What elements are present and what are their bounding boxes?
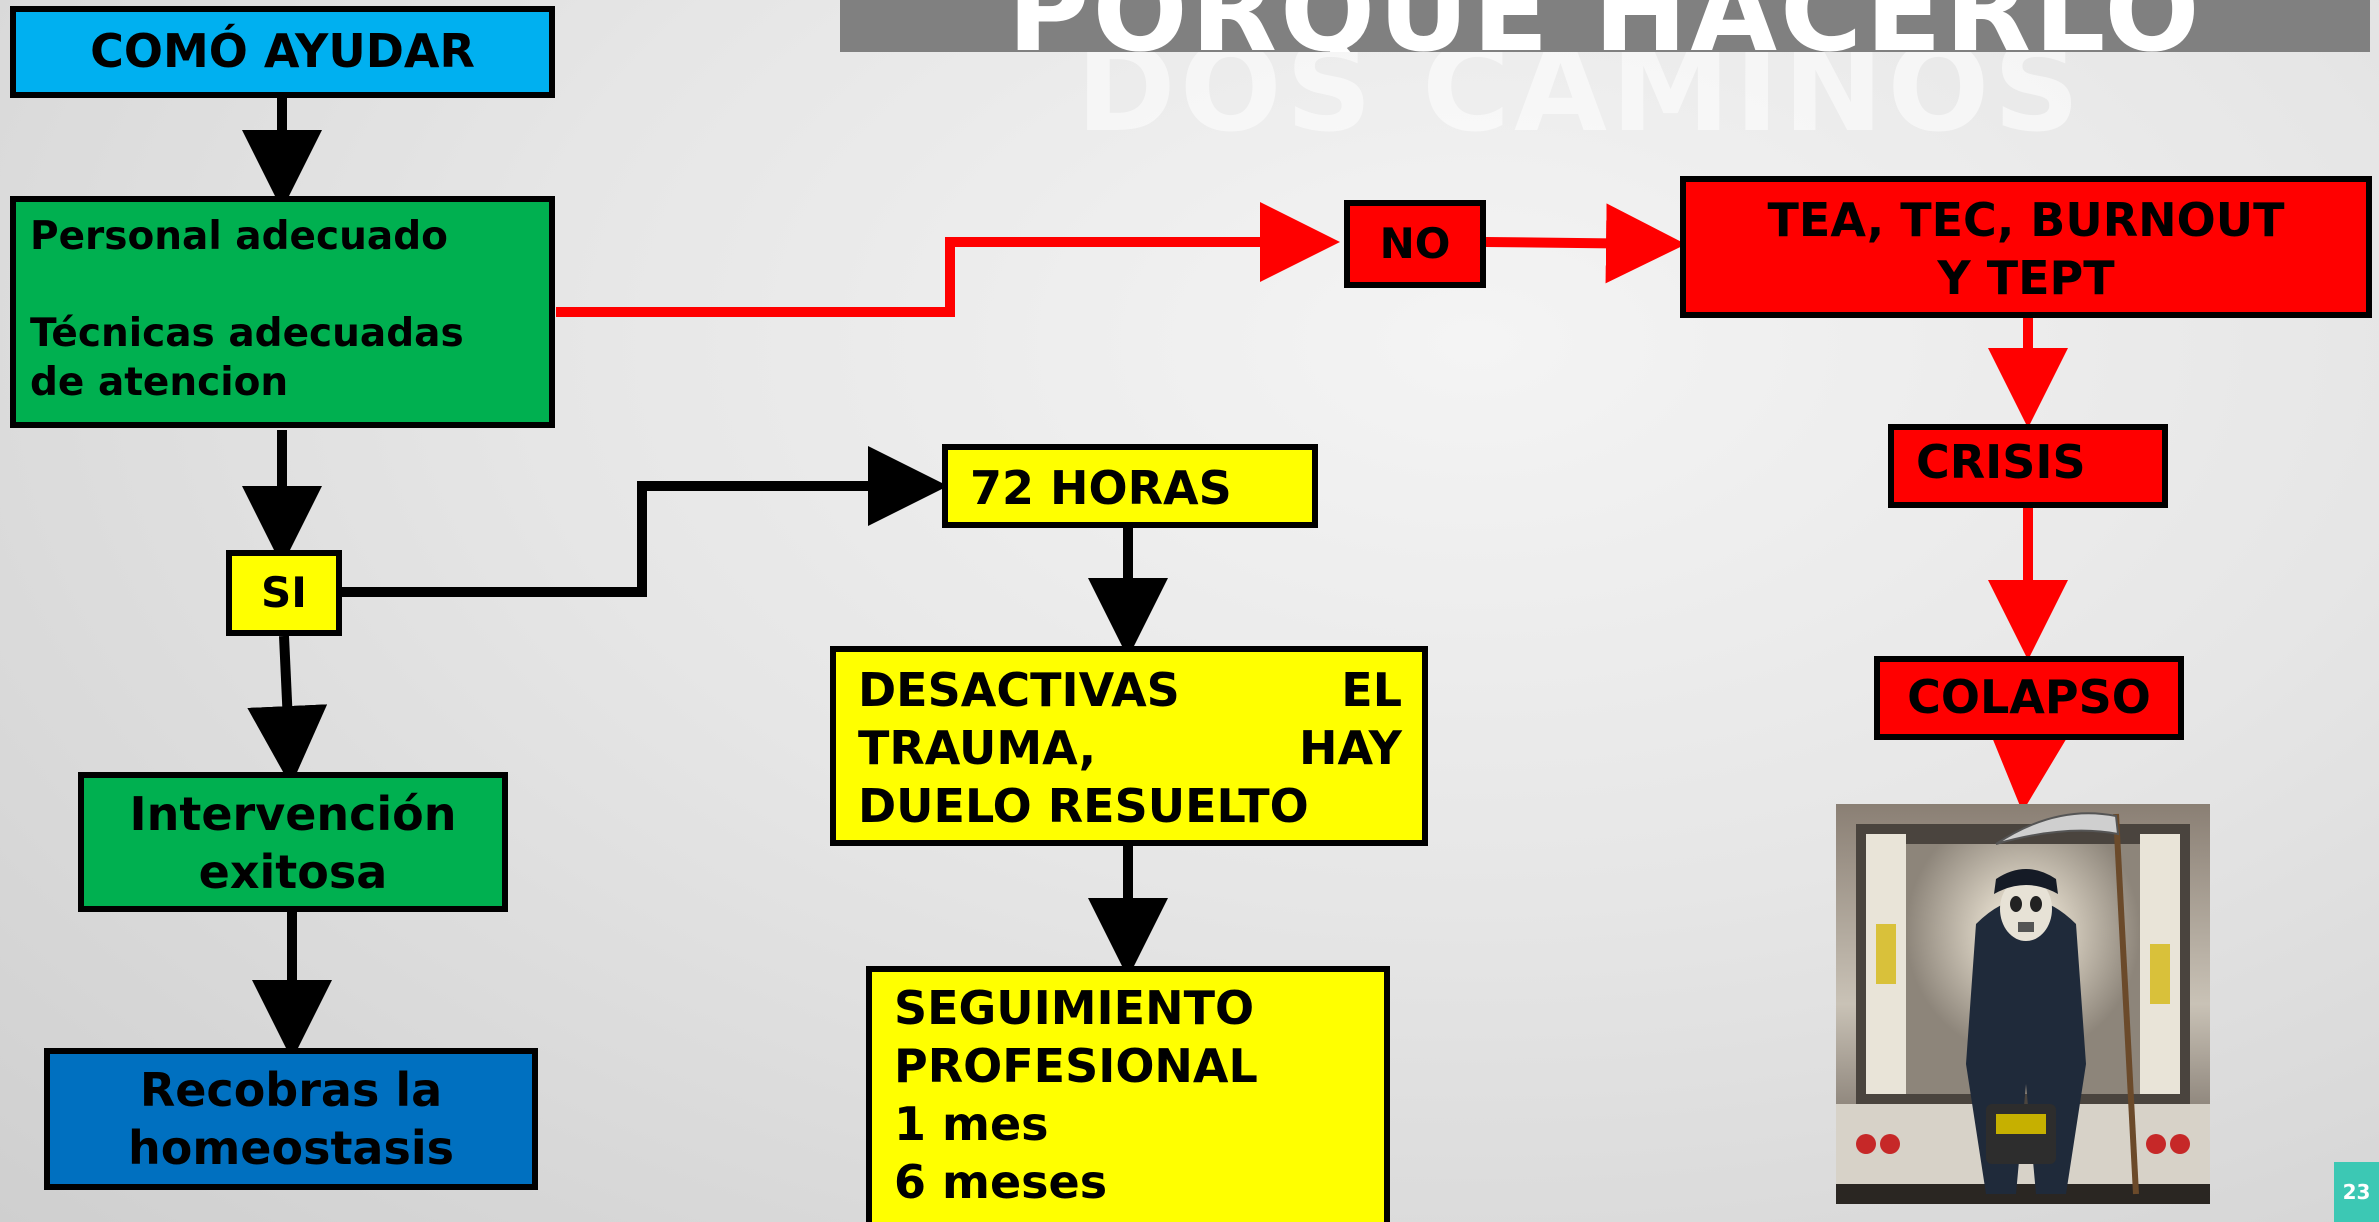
seguimiento-line-2: PROFESIONAL: [894, 1038, 1258, 1093]
recobras-line-2: homeostasis: [127, 1120, 455, 1175]
box-desactivas-trauma: DESACTIVAS EL TRAUMA, HAY DUELO RESUELTO: [830, 646, 1428, 846]
box-72-horas-label: 72 HORAS: [970, 461, 1232, 515]
seguimiento-line-3: 1 mes: [894, 1096, 1049, 1151]
box-colapso-label: COLAPSO: [1907, 670, 2151, 725]
page-title: PORQUE HACERLO: [840, 0, 2370, 52]
grim-reaper-illustration: [1836, 804, 2210, 1204]
personal-line-3: de atencion: [30, 360, 289, 406]
box-intervencion-exitosa: Intervención exitosa: [78, 772, 508, 912]
box-no: NO: [1344, 200, 1486, 288]
arrow-no-to-tea: [1485, 203, 1686, 284]
desactivas-word-3: TRAUMA,: [858, 720, 1097, 775]
tea-line-2: Y TEPT: [1937, 250, 2115, 305]
desactivas-line-3: DUELO RESUELTO: [858, 778, 1309, 833]
box-si: SI: [226, 550, 342, 636]
desactivas-word-2: EL: [1341, 663, 1402, 717]
box-crisis: CRISIS: [1888, 424, 2168, 508]
box-seguimiento-profesional: SEGUIMIENTO PROFESIONAL 1 mes 6 meses: [866, 966, 1390, 1222]
arrow-colapso-to-photo: [1988, 729, 2069, 812]
box-72-horas: 72 HORAS: [942, 444, 1318, 528]
arrow-personal-to-no: [556, 202, 1340, 317]
box-si-label: SI: [261, 567, 307, 617]
tea-line-1: TEA, TEC, BURNOUT: [1767, 193, 2285, 247]
title-banner: PORQUE HACERLO: [840, 0, 2370, 52]
desactivas-word-4: HAY: [1298, 720, 1402, 775]
box-tea-tec-burnout: TEA, TEC, BURNOUT Y TEPT: [1680, 176, 2372, 318]
box-personal-adecuado: Personal adecuado Técnicas adecuadas de …: [10, 196, 555, 428]
box-no-label: NO: [1379, 218, 1451, 268]
box-recobras-homeostasis: Recobras la homeostasis: [44, 1048, 538, 1190]
seguimiento-line-4: 6 meses: [894, 1154, 1108, 1209]
desactivas-word-1: DESACTIVAS: [858, 663, 1180, 717]
personal-line-2: Técnicas adecuadas: [30, 311, 464, 357]
box-colapso: COLAPSO: [1874, 656, 2184, 740]
arrow-si-to-72horas: [342, 446, 948, 597]
recobras-line-1: Recobras la: [139, 1063, 443, 1117]
seguimiento-line-1: SEGUIMIENTO: [894, 981, 1255, 1035]
grim-reaper-ambulance-image: [1836, 804, 2210, 1204]
page-number: 23: [2334, 1162, 2379, 1222]
box-como-ayudar-label: COMÓ AYUDAR: [90, 24, 475, 79]
intervencion-line-2: exitosa: [198, 844, 388, 899]
box-crisis-label: CRISIS: [1916, 435, 2086, 489]
personal-line-1: Personal adecuado: [30, 214, 448, 259]
box-como-ayudar: COMÓ AYUDAR: [10, 6, 555, 98]
intervencion-line-1: Intervención: [129, 787, 457, 841]
arrow-si-to-intervencion: [247, 635, 328, 786]
